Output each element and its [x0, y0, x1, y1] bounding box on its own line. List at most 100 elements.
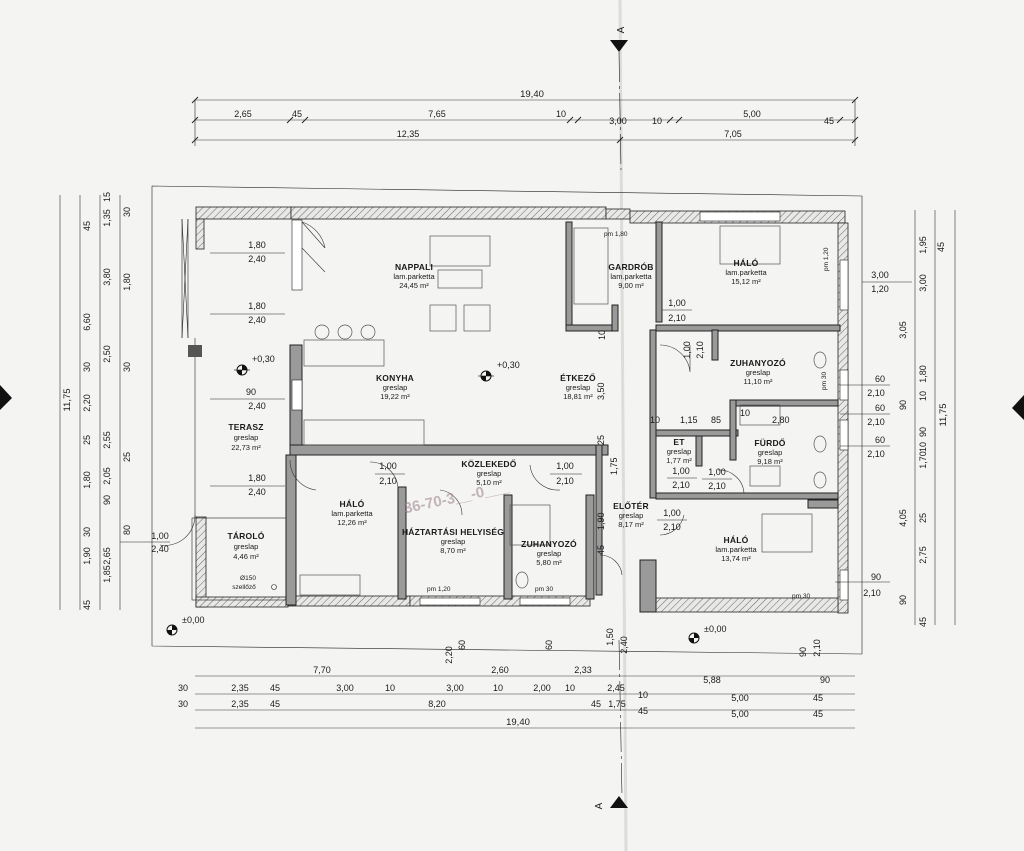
opening-8-top: 1,00	[668, 298, 686, 308]
opening-15-top: 60	[875, 403, 885, 413]
room-material: greslap	[566, 383, 591, 392]
room-material: greslap	[441, 537, 466, 546]
opening-16-bottom: 2,10	[867, 449, 885, 459]
level-terrace: +0,30	[252, 354, 275, 364]
small-dim-10: 1,90	[596, 512, 606, 530]
dim-left-o1: 45	[82, 221, 92, 231]
dim-overall-bottom: 19,40	[506, 717, 530, 728]
room-gardrob: GARDRÓB lam.parketta 9,00 m²	[608, 261, 653, 290]
room-et: ET greslap 1,77 m²	[666, 437, 692, 465]
room-etkezo: ÉTKEZŐ greslap 18,81 m²	[560, 372, 596, 401]
room-name: GARDRÓB	[608, 261, 653, 272]
room-material: lam.parketta	[393, 272, 435, 281]
room-halo-1: HÁLÓ lam.parketta 15,12 m²	[725, 257, 767, 286]
dim-overall-left: 11,75	[62, 388, 73, 411]
dim-bot-v3: 60	[544, 640, 554, 650]
small-dim-9: 1,75	[609, 457, 619, 475]
dim-bot-r3-8: 5,00	[731, 709, 749, 719]
room-area: 5,80 m²	[536, 558, 562, 567]
dim-bot-r1-3: 2,33	[574, 665, 592, 675]
room-area: 24,45 m²	[399, 281, 429, 290]
opening-7-top: 1,00	[556, 461, 574, 471]
vent-icon	[271, 584, 277, 590]
dim-top-8: 45	[824, 116, 834, 126]
room-name: HÁZTARTÁSI HELYISÉG	[402, 527, 504, 537]
dim-top-6: 10	[652, 116, 662, 126]
level-ground-left: ±0,00	[182, 615, 204, 625]
room-labels: NAPPALI lam.parketta 24,45 m² KONYHA gre…	[227, 257, 786, 567]
opening-14-top: 60	[875, 374, 885, 384]
opening-1-bottom: 2,40	[248, 254, 266, 264]
room-area: 15,12 m²	[731, 277, 761, 286]
room-material: greslap	[619, 511, 644, 520]
opening-16-top: 60	[875, 435, 885, 445]
dim-right-5: 1,80	[918, 365, 928, 383]
dim-bot-r2-13: 45	[813, 693, 823, 703]
dim-bot-r3-5: 45	[591, 699, 601, 709]
small-dim-8: 25	[596, 435, 606, 445]
opening-10-top: 1,00	[708, 467, 726, 477]
room-konyha: KONYHA greslap 19,22 m²	[376, 373, 414, 401]
dim-bot-r1-1: 7,70	[313, 665, 331, 675]
room-name: FÜRDŐ	[754, 437, 785, 448]
dim-bot-r3-7: 45	[638, 706, 648, 716]
dim-bot-v5: 1,50	[605, 628, 615, 646]
dim-left-m9: 1,85	[102, 565, 112, 583]
room-eloter: ELŐTÉR greslap 8,17 m²	[613, 500, 649, 529]
opening-17-bottom: 2,10	[863, 588, 881, 598]
doors	[159, 221, 745, 576]
dim-right-12: 45	[918, 617, 928, 627]
room-material: greslap	[537, 549, 562, 558]
room-area: 18,81 m²	[563, 392, 593, 401]
dim-left-m8: 2,65	[102, 547, 112, 565]
dim-bot-r2-1: 30	[178, 683, 188, 693]
dim-left-m7: 90	[102, 495, 112, 505]
room-name: TÁROLÓ	[227, 530, 264, 541]
room-furdo: FÜRDŐ greslap 9,18 m²	[754, 437, 785, 466]
opening-15-bottom: 2,10	[867, 417, 885, 427]
dim-left-m6: 2,05	[102, 467, 112, 485]
room-material: lam.parketta	[715, 545, 757, 554]
room-area: 9,18 m²	[757, 457, 783, 466]
vent-size: Ø150	[240, 575, 256, 582]
room-name: HÁLÓ	[724, 534, 749, 545]
opening-4-top: 1,80	[248, 473, 266, 483]
level-marker-terrace-icon	[234, 364, 250, 376]
opening-11-bottom: 2,10	[663, 522, 681, 532]
side-mark-right-icon	[1012, 395, 1024, 420]
dim-right-8: 4,05	[898, 509, 908, 527]
dim-bot-r2-2: 2,35	[231, 683, 249, 693]
room-name: KONYHA	[376, 373, 414, 383]
dim-left-m5: 2,55	[102, 431, 112, 449]
dim-right-c2-2: 90	[918, 427, 928, 437]
room-haztartasi: HÁZTARTÁSI HELYISÉG greslap 8,70 m²	[402, 527, 504, 555]
section-label-bottom: A	[594, 802, 605, 809]
dim-left-m1: 15	[102, 192, 112, 202]
opening-6-bottom: 2,10	[379, 476, 397, 486]
dim-bot-r1-5: 90	[820, 675, 830, 685]
terrace-edge	[181, 218, 202, 517]
room-name: ELŐTÉR	[613, 500, 649, 511]
dim-left-m2: 1,35	[102, 209, 112, 227]
pm-note-4: pm 30	[792, 593, 810, 600]
small-dim-3: 2,80	[772, 415, 790, 425]
room-area: 19,22 m²	[380, 392, 410, 401]
room-area: 12,26 m²	[337, 518, 367, 527]
room-material: greslap	[746, 368, 771, 377]
dim-bot-r3-9: 45	[813, 709, 823, 719]
opening-2-top: 1,80	[248, 301, 266, 311]
room-name: ÉTKEZŐ	[560, 372, 596, 383]
dim-bot-r2-11: 10	[638, 690, 648, 700]
dim-left-o5: 25	[82, 435, 92, 445]
room-zuhanyozo-1: ZUHANYOZÓ greslap 11,10 m²	[730, 357, 786, 386]
dim-left-i5: 80	[122, 525, 132, 535]
furniture	[299, 225, 827, 596]
right-dimensions: 11,75 1,95 45 3,00 3,05 1,80 90 1,70 4,0…	[898, 210, 956, 627]
small-dim-2: 85	[711, 415, 721, 425]
opening-1-top: 1,80	[248, 240, 266, 250]
dim-top-7: 5,00	[743, 109, 761, 119]
dim-bot-r2-4: 3,00	[336, 683, 354, 693]
dim-bot-r3-2: 2,35	[231, 699, 249, 709]
room-kozlekedo: KÖZLEKEDŐ greslap 5,10 m²	[461, 458, 516, 487]
